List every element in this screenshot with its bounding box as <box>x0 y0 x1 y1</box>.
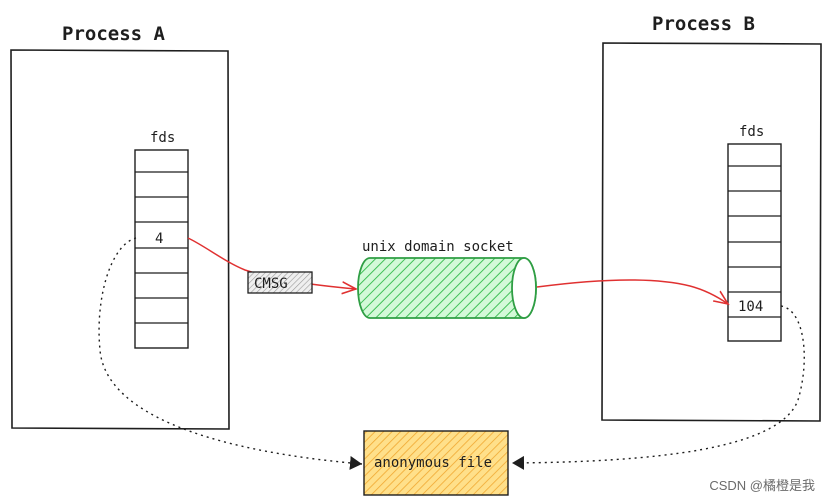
process-a-title: Process A <box>62 23 166 45</box>
anonymous-file-box <box>363 430 509 496</box>
process-b-file-ref <box>511 305 805 470</box>
process-a: Process A fds 4 <box>10 23 230 430</box>
process-b-title: Process B <box>652 13 755 35</box>
cmsg-label: CMSG <box>254 276 288 292</box>
process-a-fds-label: fds <box>150 130 175 146</box>
anonymous-file-label: anonymous file <box>374 455 492 471</box>
process-a-fd-table <box>134 149 189 349</box>
watermark: CSDN @橘橙是我 <box>709 478 815 493</box>
send-fd-arrow <box>187 237 356 289</box>
cmsg-tag: CMSG <box>247 271 313 294</box>
process-b-fds-label: fds <box>739 124 764 140</box>
process-b-fd-cell: 104 <box>738 299 763 315</box>
process-a-fd-cell: 4 <box>155 231 163 247</box>
socket-label: unix domain socket <box>362 239 514 255</box>
anonymous-file: anonymous file <box>363 430 509 496</box>
process-b-fd-table <box>727 143 782 342</box>
process-b: Process B fds 104 <box>601 13 822 422</box>
unix-socket: unix domain socket <box>357 239 537 319</box>
process-b-box <box>601 42 822 422</box>
process-a-box <box>10 49 230 430</box>
socket-cylinder-end <box>511 257 537 319</box>
receive-fd-arrow <box>536 279 728 304</box>
socket-cylinder <box>357 257 537 319</box>
